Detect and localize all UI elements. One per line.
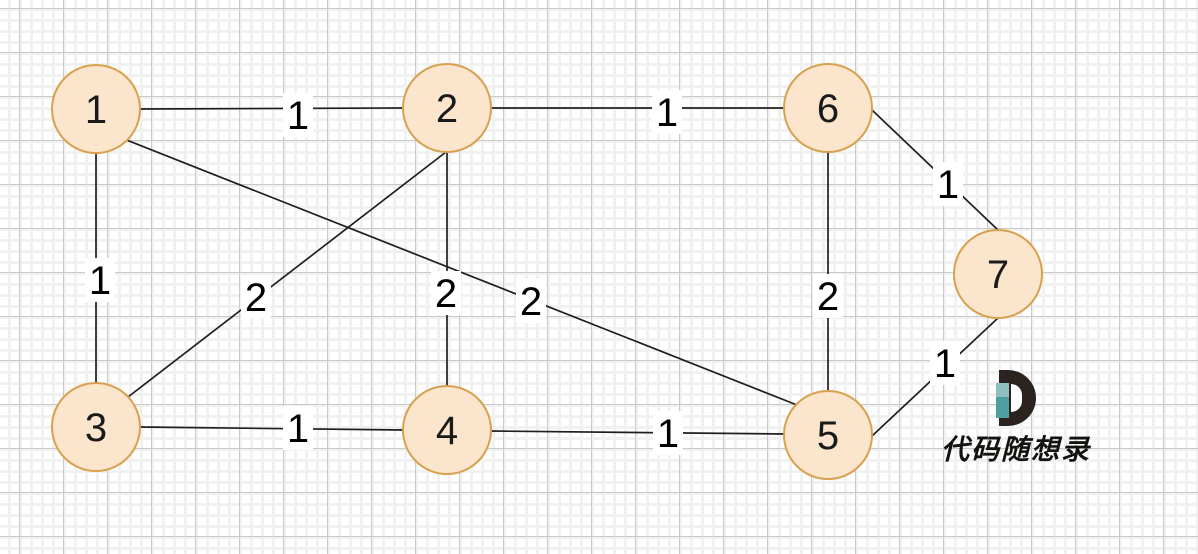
- edge-weight-6-5[interactable]: 2: [817, 275, 839, 319]
- edge-weight-1-3[interactable]: 1: [89, 259, 111, 303]
- edge-weight-bg-1-5: [516, 279, 546, 323]
- edge-weight-2-4[interactable]: 2: [435, 272, 457, 316]
- edge-weight-1-5[interactable]: 2: [520, 280, 542, 324]
- graph-node-1[interactable]: [51, 64, 141, 154]
- watermark-text: 代码随想录: [940, 433, 1091, 466]
- edge-weight-bg-6-5: [813, 274, 843, 318]
- edge-weight-bg-1-3: [85, 258, 115, 302]
- edge-weight-6-7[interactable]: 1: [937, 163, 959, 207]
- logo-teal-bar: [995, 383, 1009, 418]
- edge-3-4[interactable]: [139, 426, 404, 431]
- edge-weight-3-4[interactable]: 1: [287, 407, 309, 451]
- logo-teal-bar-bottom: [995, 397, 1009, 418]
- edge-weight-bg-1-2: [283, 93, 313, 137]
- edge-weight-bg-5-7: [930, 341, 960, 385]
- watermark: 代码随想录: [928, 370, 1104, 468]
- edge-weight-bg-3-4: [283, 406, 313, 450]
- edge-4-5[interactable]: [490, 430, 785, 435]
- edge-2-3[interactable]: [127, 151, 447, 398]
- graph-node-6[interactable]: [783, 63, 873, 153]
- edge-weight-2-6[interactable]: 1: [656, 91, 678, 135]
- graph-node-3[interactable]: [51, 382, 141, 472]
- edge-weight-bg-2-4: [431, 271, 461, 315]
- graph-node-4[interactable]: [402, 385, 492, 475]
- edge-weight-bg-2-3: [241, 275, 271, 319]
- logo-d-counter: [1010, 384, 1022, 412]
- edge-weight-2-3[interactable]: 2: [245, 276, 267, 320]
- graph-node-5[interactable]: [783, 390, 873, 480]
- carl-logo-d-icon: [995, 370, 1037, 426]
- logo-teal-bar-top: [995, 383, 1009, 397]
- graph-node-2[interactable]: [402, 63, 492, 153]
- edge-weight-bg-6-7: [933, 162, 963, 206]
- edge-weight-5-7[interactable]: 1: [934, 342, 956, 386]
- edge-weight-1-2[interactable]: 1: [287, 94, 309, 138]
- edge-weight-bg-2-6: [652, 90, 682, 134]
- edge-weight-4-5[interactable]: 1: [657, 412, 679, 456]
- edge-1-2[interactable]: [139, 107, 404, 110]
- edge-weight-bg-4-5: [653, 411, 683, 455]
- graph-node-7[interactable]: [953, 229, 1043, 319]
